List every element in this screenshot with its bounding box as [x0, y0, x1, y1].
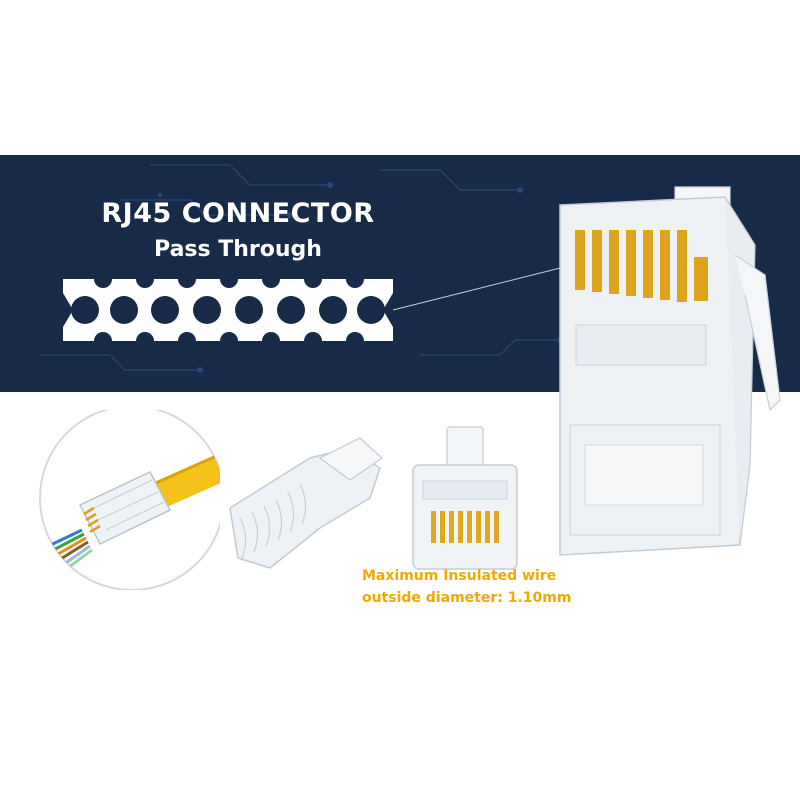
- rj45-plug-large: [559, 186, 781, 556]
- circuit-pattern: [40, 164, 563, 373]
- pass-through-holes-diagram: [63, 279, 393, 341]
- strain-relief-boot: [229, 437, 383, 569]
- banner-subtitle: Pass Through: [154, 237, 322, 262]
- crimped-cable-closeup: [39, 410, 220, 590]
- diameter-caption: Maximum Insulated wire outside diameter:…: [362, 565, 572, 609]
- caption-line1: Maximum Insulated wire: [362, 568, 557, 584]
- rj45-plug-small: [412, 426, 518, 570]
- banner-title: RJ45 CONNECTOR: [101, 198, 375, 229]
- caption-line2-label: outside diameter:: [362, 590, 503, 606]
- caption-line2: outside diameter: 1.10mm: [362, 587, 572, 609]
- caption-line2-value: 1.10mm: [507, 590, 572, 606]
